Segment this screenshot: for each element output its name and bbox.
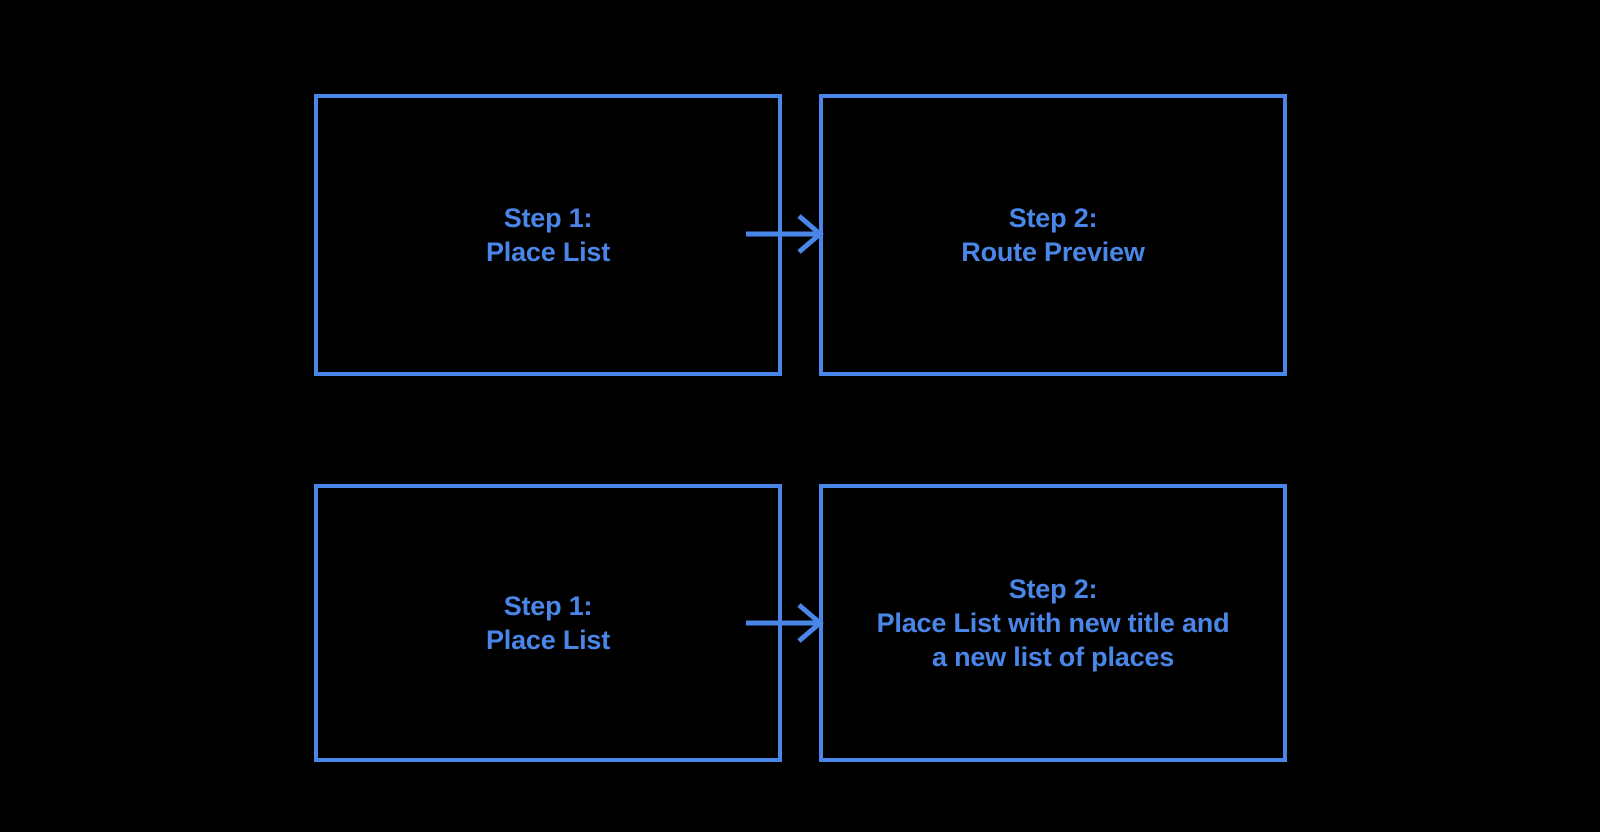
flow2-step2-label: Step 2: Place List with new title and a … <box>877 572 1230 674</box>
flow1-step2-box: Step 2: Route Preview <box>819 94 1287 376</box>
flow2-step1-label: Step 1: Place List <box>486 589 610 657</box>
flow1-step1-label-line2: Place List <box>485 237 611 267</box>
flow2-step2-label-line3: a new list of places <box>931 642 1175 672</box>
flow1-step1-label: Step 1: Place List <box>486 201 610 269</box>
flow2-step1-label-line2: Place List <box>485 625 611 655</box>
flow1-step2-label: Step 2: Route Preview <box>961 201 1145 269</box>
flow2-right-arrow-icon <box>746 603 824 643</box>
flow1-right-arrow-icon <box>746 214 824 254</box>
flow1-step2-label-line2: Route Preview <box>961 237 1145 267</box>
flow2-step2-label-line1: Step 2: <box>1008 574 1098 604</box>
flow1-step2-label-line1: Step 2: <box>1008 203 1098 233</box>
flow2-step1-label-line1: Step 1: <box>503 591 593 621</box>
flow1-step1-label-line1: Step 1: <box>503 203 593 233</box>
flow2-step2-label-line2: Place List with new title and <box>876 608 1230 638</box>
flow1-step1-box: Step 1: Place List <box>314 94 782 376</box>
flow2-step2-box: Step 2: Place List with new title and a … <box>819 484 1287 762</box>
flow2-step1-box: Step 1: Place List <box>314 484 782 762</box>
